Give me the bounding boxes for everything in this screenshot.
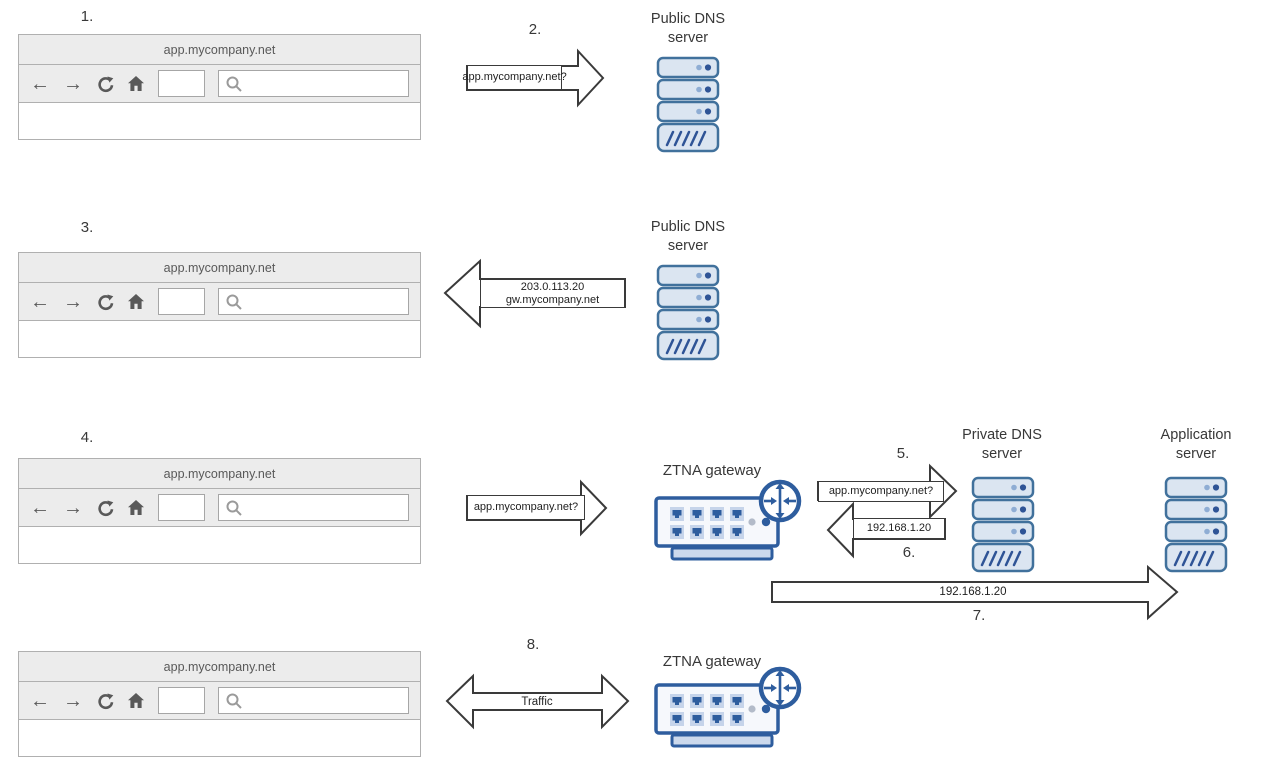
arrow-step7-forward-to-app-server [771, 564, 1179, 621]
application-server-icon [1164, 476, 1228, 573]
browser-window-2: app.mycompany.net ← → [18, 252, 421, 358]
public-dns-line2: server [667, 238, 709, 254]
reload-icon[interactable] [96, 692, 114, 710]
browser-content-area [18, 527, 421, 564]
message-step4-dns-query: app.mycompany.net? [467, 495, 585, 520]
toolbar-input[interactable] [158, 288, 205, 315]
forward-icon[interactable]: → [63, 689, 83, 712]
browser-title-bar: app.mycompany.net [18, 651, 421, 682]
message-public-reply-ip: 203.0.113.20 [520, 280, 585, 293]
search-input[interactable] [218, 288, 409, 315]
message-step2-dns-query: app.mycompany.net? [462, 65, 567, 90]
public-dns-server-label-2: Public DNS server [628, 218, 748, 256]
reload-icon[interactable] [96, 75, 114, 93]
forward-icon[interactable]: → [63, 496, 83, 519]
search-input[interactable] [218, 494, 409, 521]
toolbar-input[interactable] [158, 687, 205, 714]
browser-toolbar: ← → [18, 682, 421, 720]
back-icon[interactable]: ← [30, 290, 50, 313]
step-label-7: 7. [972, 607, 986, 624]
private-dns-server-icon [971, 476, 1035, 573]
ztna-gateway-label-2: ZTNA gateway [662, 653, 762, 670]
application-server-line2: server [1175, 446, 1217, 462]
public-dns-server-icon-1 [656, 56, 720, 153]
browser-address-text: app.mycompany.net [163, 260, 276, 275]
forward-icon[interactable]: → [63, 290, 83, 313]
message-public-reply-host: gw.mycompany.net [505, 293, 600, 306]
step-label-4: 4. [80, 429, 94, 446]
step-label-3: 3. [80, 219, 94, 236]
step-label-8: 8. [526, 636, 540, 653]
browser-content-area [18, 720, 421, 757]
message-step8-traffic: Traffic [521, 695, 553, 708]
public-dns-server-icon-2 [656, 264, 720, 361]
private-dns-server-label: Private DNS server [932, 426, 1072, 464]
browser-address-text: app.mycompany.net [163, 42, 276, 57]
forward-icon[interactable]: → [63, 72, 83, 95]
back-icon[interactable]: ← [30, 496, 50, 519]
public-dns-line1: Public DNS [650, 11, 726, 27]
public-dns-line2: server [667, 30, 709, 46]
message-step5-dns-query: app.mycompany.net? [818, 481, 944, 502]
private-dns-line2: server [981, 446, 1023, 462]
browser-content-area [18, 103, 421, 140]
message-step7-forward-ip: 192.168.1.20 [939, 586, 1007, 598]
reload-icon[interactable] [96, 293, 114, 311]
ztna-gateway-label-1: ZTNA gateway [662, 462, 762, 479]
toolbar-input[interactable] [158, 70, 205, 97]
public-dns-line1: Public DNS [650, 219, 726, 235]
home-icon[interactable] [127, 75, 145, 92]
ztna-gateway-icon-2 [656, 669, 799, 746]
browser-toolbar: ← → [18, 65, 421, 103]
message-step6-private-reply: 192.168.1.20 [853, 518, 945, 539]
step-label-2: 2. [528, 21, 542, 38]
search-input[interactable] [218, 687, 409, 714]
ztna-gateway-icon-1 [656, 482, 799, 559]
home-icon[interactable] [127, 499, 145, 516]
search-icon [226, 294, 242, 310]
browser-title-bar: app.mycompany.net [18, 252, 421, 283]
message-step3-dns-reply: 203.0.113.20 gw.mycompany.net [480, 279, 625, 308]
browser-toolbar: ← → [18, 283, 421, 321]
application-server-label: Application server [1136, 426, 1256, 464]
browser-window-4: app.mycompany.net ← → [18, 651, 421, 757]
toolbar-input[interactable] [158, 494, 205, 521]
back-icon[interactable]: ← [30, 689, 50, 712]
home-icon[interactable] [127, 293, 145, 310]
browser-title-bar: app.mycompany.net [18, 458, 421, 489]
reload-icon[interactable] [96, 499, 114, 517]
application-server-line1: Application [1160, 427, 1232, 443]
browser-content-area [18, 321, 421, 358]
arrow-step8-traffic-bidirectional [445, 673, 630, 730]
browser-address-text: app.mycompany.net [163, 659, 276, 674]
search-input[interactable] [218, 70, 409, 97]
step-label-5: 5. [896, 445, 910, 462]
search-icon [226, 500, 242, 516]
public-dns-server-label-1: Public DNS server [628, 10, 748, 48]
step-label-6: 6. [902, 544, 916, 561]
browser-window-1: app.mycompany.net ← → [18, 34, 421, 140]
search-icon [226, 76, 242, 92]
browser-toolbar: ← → [18, 489, 421, 527]
search-icon [226, 693, 242, 709]
browser-window-3: app.mycompany.net ← → [18, 458, 421, 564]
private-dns-line1: Private DNS [962, 427, 1042, 443]
browser-address-text: app.mycompany.net [163, 466, 276, 481]
back-icon[interactable]: ← [30, 72, 50, 95]
step-label-1: 1. [80, 8, 94, 25]
home-icon[interactable] [127, 692, 145, 709]
browser-title-bar: app.mycompany.net [18, 34, 421, 65]
